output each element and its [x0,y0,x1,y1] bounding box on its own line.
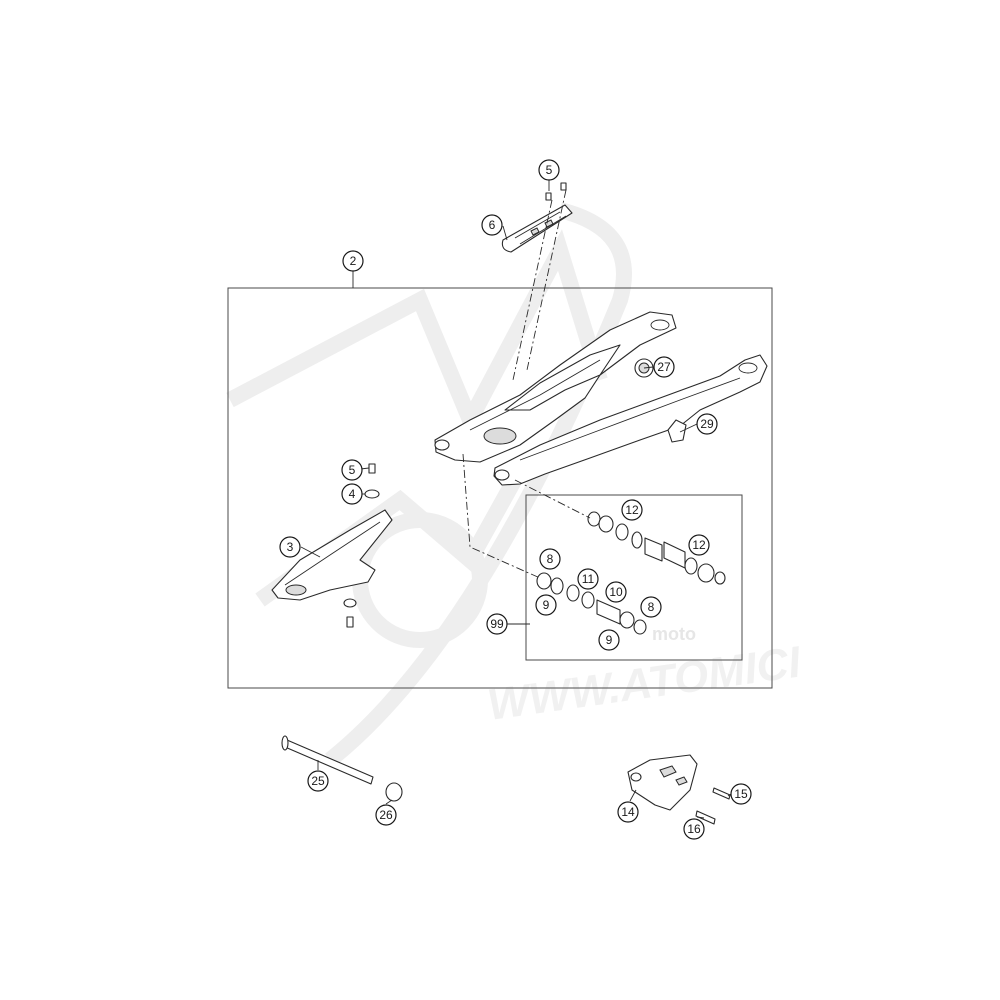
callout-label: 15 [734,787,748,801]
callout-27: 27 [653,356,675,378]
watermark-url: WWW.ATOMICI [485,637,805,730]
callout-12-a: 12 [621,499,643,521]
callout-label: 4 [349,487,356,501]
callout-label: 2 [350,254,357,268]
callout-label: 9 [543,598,550,612]
chain-slider-top [501,182,573,253]
callout-8-a: 8 [539,548,561,570]
callout-10: 10 [605,581,627,603]
callout-label: 26 [379,808,393,822]
callout-26: 26 [375,804,397,826]
callout-3: 3 [279,536,301,558]
callout-15: 15 [730,783,752,805]
callout-label: 5 [349,463,356,477]
axle [281,735,403,802]
watermark-brand: moto [652,624,696,644]
bearing-kit-parts [536,511,726,635]
callouts: 5 6 2 27 29 5 4 3 12 12 8 11 10 9 8 9 99… [279,159,752,840]
callout-label: 25 [311,774,325,788]
callout-25: 25 [307,770,329,792]
callout-14: 14 [617,801,639,823]
callout-label: 27 [657,360,671,374]
callout-29: 29 [696,413,718,435]
callout-9-a: 9 [535,594,557,616]
callout-label: 12 [625,503,639,517]
callout-16: 16 [683,818,705,840]
callout-label: 5 [546,163,553,177]
chain-slider-side [271,463,393,628]
callout-5-mid: 5 [341,459,363,481]
callout-label: 8 [648,600,655,614]
bearing-kit-frame [525,494,743,661]
callout-label: 10 [609,585,623,599]
callout-4: 4 [341,483,363,505]
callout-99: 99 [486,613,508,635]
callout-label: 16 [687,822,701,836]
callout-9-b: 9 [598,629,620,651]
callout-label: 11 [582,572,595,586]
watermark: WWW.ATOMICI moto [226,202,805,767]
callout-6: 6 [481,214,503,236]
callout-label: 12 [692,538,706,552]
callout-12-b: 12 [688,534,710,556]
swingarm-assembly-frame [227,287,773,689]
callout-5-top: 5 [538,159,560,181]
swingarm [434,311,768,486]
callout-label: 99 [490,617,504,631]
callout-2: 2 [342,250,364,272]
callout-label: 8 [547,552,554,566]
chain-guide [627,754,731,825]
callout-label: 14 [621,805,635,819]
callout-label: 3 [287,540,294,554]
callout-11: 11 [577,568,599,590]
callout-label: 6 [489,218,496,232]
callout-label: 29 [700,417,714,431]
callout-label: 9 [606,633,613,647]
callout-8-b: 8 [640,596,662,618]
